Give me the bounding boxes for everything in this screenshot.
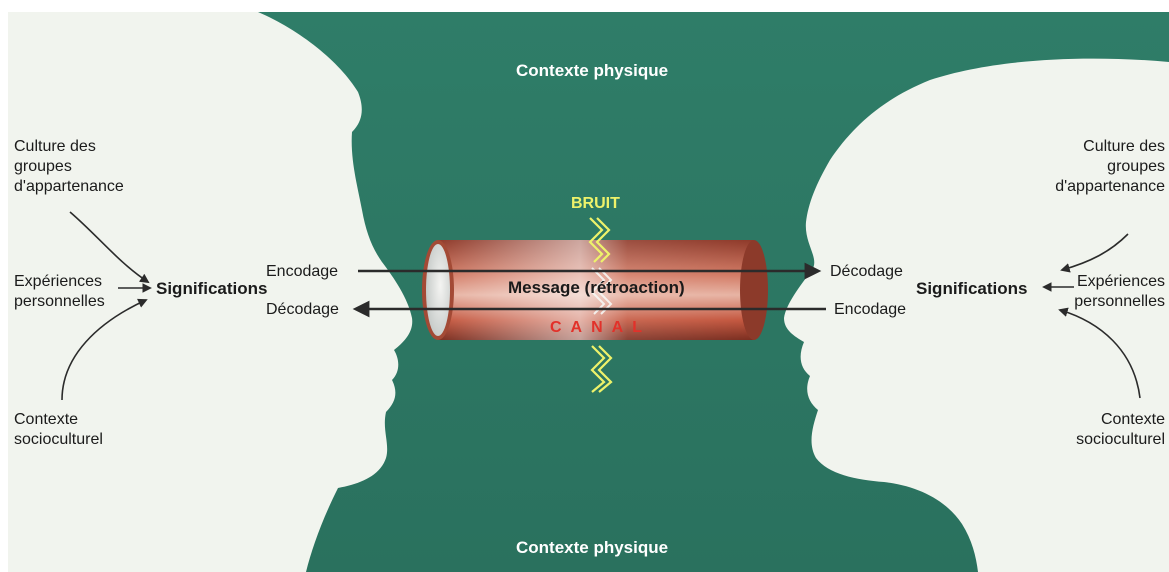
left-culture-line-3: d'appartenance [14,177,124,197]
noise-label: BRUIT [571,194,620,214]
left-decodage-label: Décodage [266,300,339,320]
right-encodage-label: Encodage [834,300,906,320]
left-context-label: Contexte socioculturel [14,410,103,450]
right-experiences-line-1: Expériences [1074,272,1165,292]
right-culture-label: Culture des groupes d'appartenance [1055,137,1165,197]
right-culture-line-3: d'appartenance [1055,177,1165,197]
bottom-context-label: Contexte physique [516,538,668,558]
right-experiences-label: Expériences personnelles [1074,272,1165,312]
left-experiences-line-1: Expériences [14,272,105,292]
right-context-label: Contexte socioculturel [1076,410,1165,450]
left-encodage-label: Encodage [266,262,338,282]
left-context-line-1: Contexte [14,410,103,430]
message-label: Message (rétroaction) [508,278,685,298]
right-experiences-line-2: personnelles [1074,292,1165,312]
left-significations-label: Significations [156,279,267,299]
left-culture-line-1: Culture des [14,137,124,157]
right-context-line-2: socioculturel [1076,430,1165,450]
left-experiences-line-2: personnelles [14,292,105,312]
top-context-label: Contexte physique [516,61,668,81]
left-context-line-2: socioculturel [14,430,103,450]
right-decodage-label: Décodage [830,262,903,282]
right-significations-label: Significations [916,279,1027,299]
left-experiences-label: Expériences personnelles [14,272,105,312]
left-culture-line-2: groupes [14,157,124,177]
right-context-line-1: Contexte [1076,410,1165,430]
left-culture-label: Culture des groupes d'appartenance [14,137,124,197]
channel-label: CANAL [550,318,651,338]
right-culture-line-1: Culture des [1055,137,1165,157]
right-culture-line-2: groupes [1055,157,1165,177]
